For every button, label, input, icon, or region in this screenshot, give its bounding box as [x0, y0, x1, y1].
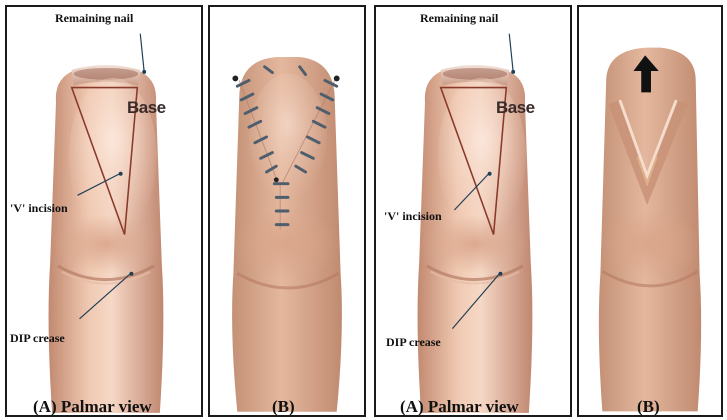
panel-a-right: Remaining nail Base 'V' incision DIP cre…: [374, 5, 572, 417]
label-v-incision: 'V' incision: [384, 209, 442, 224]
label-remaining-nail: Remaining nail: [420, 11, 498, 26]
caption-a: (A) Palmar view: [400, 397, 519, 417]
label-remaining-nail: Remaining nail: [55, 11, 133, 26]
panel-a-left: Remaining nail Base 'V' incision DIP cre…: [5, 5, 203, 417]
label-dip-crease: DIP crease: [10, 331, 65, 346]
label-v-incision: 'V' incision: [10, 201, 68, 216]
label-base: Base: [127, 98, 166, 118]
panel-b-right: (B): [577, 5, 723, 417]
panel-b-left: (B): [208, 5, 366, 417]
label-base: Base: [496, 98, 535, 118]
caption-b: (B): [637, 397, 660, 417]
label-dip-crease: DIP crease: [386, 335, 441, 350]
finger-advancement-illustration: [579, 7, 721, 415]
finger-sutured-illustration: [210, 7, 364, 415]
caption-b: (B): [272, 397, 295, 417]
caption-a: (A) Palmar view: [33, 397, 152, 417]
